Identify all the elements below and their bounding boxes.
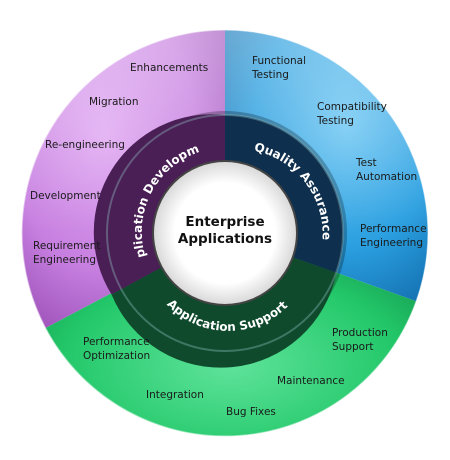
item-development: Development <box>30 190 101 202</box>
center-hole <box>152 160 298 306</box>
item-functional-testing: Testing <box>251 69 289 81</box>
item-optimization: Optimization <box>83 350 150 362</box>
item-integration: Integration <box>146 389 204 401</box>
development-items: Enhancements Migration Re-engineering De… <box>30 62 208 266</box>
item-performance-opt: Performance <box>83 336 150 348</box>
inner-ring-rim <box>106 114 344 352</box>
item-compatibility-testing: Testing <box>316 115 354 127</box>
support-items: Performance Optimization Integration Bug… <box>83 327 388 418</box>
item-production-support: Support <box>332 341 374 353</box>
qa-items: Functional Testing Compatibility Testing… <box>251 55 427 249</box>
item-test: Test <box>355 157 377 169</box>
item-maintenance: Maintenance <box>277 375 345 387</box>
item-performance: Performance <box>360 223 427 235</box>
item-re-engineering: Re-engineering <box>45 139 125 151</box>
outer-rim <box>21 29 429 437</box>
item-functional: Functional <box>252 55 306 67</box>
item-requirement-engineering: Engineering <box>33 254 96 266</box>
center-title-line2: Applications <box>178 231 272 247</box>
center-title-line1: Enterprise <box>185 214 264 230</box>
item-test-automation: Automation <box>356 171 417 183</box>
item-enhancements: Enhancements <box>130 62 208 74</box>
item-bug-fixes: Bug Fixes <box>226 406 276 418</box>
item-compatibility: Compatibility <box>317 101 387 113</box>
item-performance-engineering: Engineering <box>360 237 423 249</box>
item-production: Production <box>332 327 388 339</box>
item-migration: Migration <box>89 96 139 108</box>
item-requirement: Requirement <box>33 240 101 252</box>
